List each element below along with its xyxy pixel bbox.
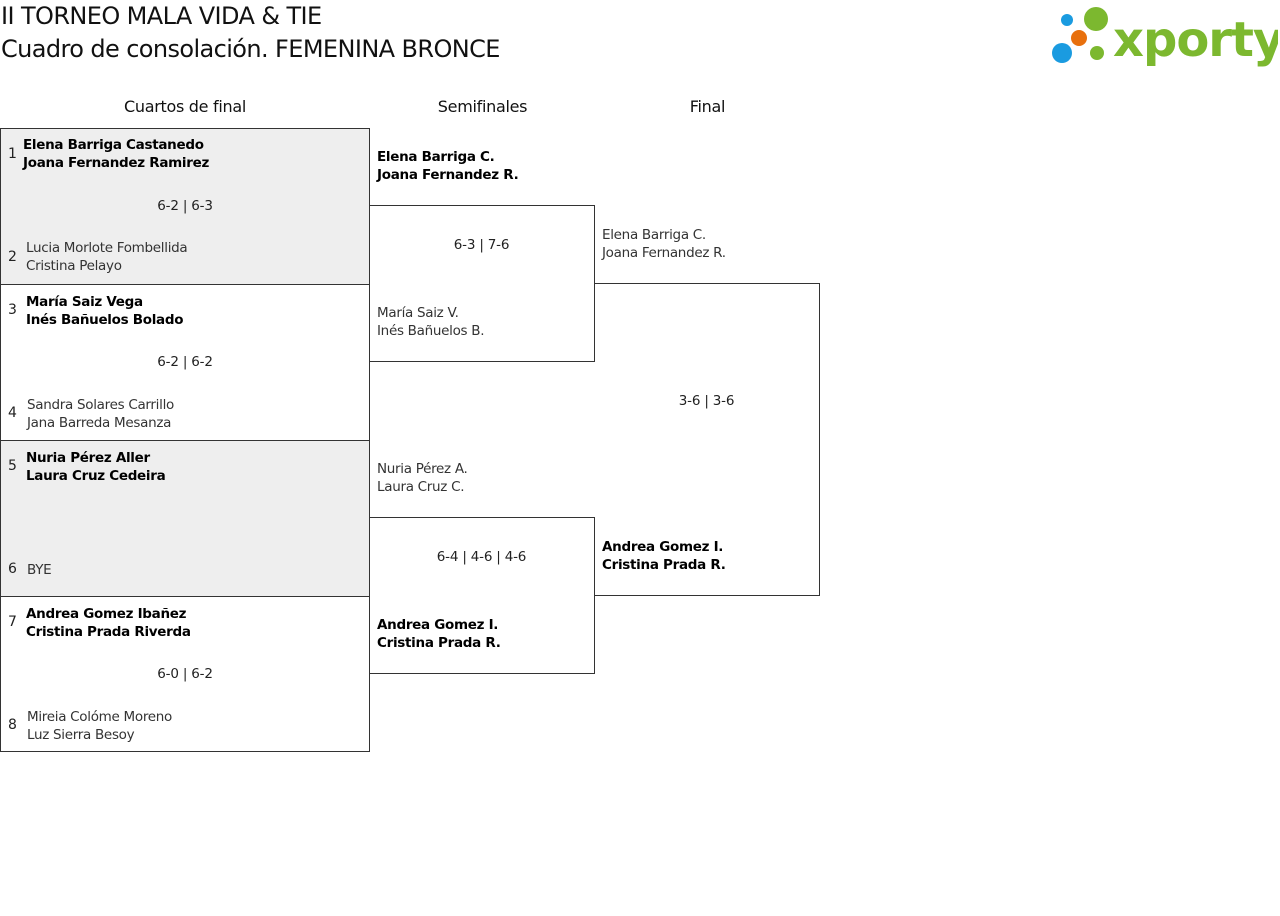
seed-number: 6 [8,561,17,577]
seed-number: 4 [8,405,17,421]
player-name: Cristina Prada Riverda [26,624,191,640]
team-loser[interactable]: María Saiz V. Inés Bañuelos B. [377,304,485,340]
player-name: Inés Bañuelos B. [377,323,485,339]
final-match[interactable]: 3-6 | 3-6 [594,283,820,596]
team-winner[interactable]: Andrea Gomez I. Cristina Prada R. [602,538,726,574]
xporty-logo[interactable]: xporty [1050,4,1278,68]
seed-number: 2 [8,249,17,265]
logo-wordmark: xporty [1113,12,1278,68]
player-name: Nuria Pérez Aller [26,450,150,466]
round-header-final: Final [689,97,726,116]
qf-match-4[interactable]: 7 Andrea Gomez Ibañez Cristina Prada Riv… [0,596,370,752]
logo-dot-green-small [1090,46,1104,60]
player-name: Elena Barriga C. [377,149,495,165]
tournament-title: II TORNEO MALA VIDA & TIE [1,2,322,30]
player-name: Luz Sierra Besoy [27,727,135,743]
match-score: 6-0 | 6-2 [157,666,213,682]
player-name: Cristina Prada R. [602,557,726,573]
player-name: Laura Cruz Cedeira [26,468,166,484]
player-name: Joana Fernandez R. [377,167,519,183]
team-winner[interactable]: Elena Barriga C. Joana Fernandez R. [377,148,519,184]
match-score: 6-2 | 6-2 [157,354,213,370]
qf-match-1[interactable]: 1 Elena Barriga Castanedo Joana Fernande… [0,128,370,285]
seed-number: 5 [8,458,17,474]
team-loser[interactable]: Nuria Pérez A. Laura Cruz C. [377,460,468,496]
player-name: Andrea Gomez Ibañez [26,606,187,622]
player-name: Cristina Pelayo [26,258,122,274]
match-score: 6-4 | 4-6 | 4-6 [436,549,527,565]
match-score: 6-3 | 7-6 [453,237,510,253]
logo-dot-blue-small [1061,14,1073,26]
player-name: Andrea Gomez I. [377,617,499,633]
draw-subtitle: Cuadro de consolación. FEMENINA BRONCE [1,35,500,63]
logo-dot-orange [1071,30,1087,46]
round-header-quarterfinals: Cuartos de final [124,97,246,116]
team-winner[interactable]: María Saiz Vega Inés Bañuelos Bolado [26,293,183,329]
player-name: Sandra Solares Carrillo [27,397,174,413]
team-loser[interactable]: Elena Barriga C. Joana Fernandez R. [602,226,726,262]
player-name: Inés Bañuelos Bolado [26,312,184,328]
match-score: 3-6 | 3-6 [678,393,735,409]
player-name: Elena Barriga Castanedo [23,137,204,153]
team-loser[interactable]: Mireia Colóme Moreno Luz Sierra Besoy [27,708,172,744]
team-loser[interactable]: Lucia Morlote Fombellida Cristina Pelayo [26,239,188,275]
seed-number: 8 [8,717,17,733]
seed-number: 1 [8,146,17,162]
player-name: Elena Barriga C. [602,227,706,243]
player-name: Andrea Gomez I. [602,539,724,555]
logo-dot-green-large [1084,7,1108,31]
team-winner[interactable]: Nuria Pérez Aller Laura Cruz Cedeira [26,449,166,485]
player-name: Joana Fernandez Ramirez [23,155,209,171]
bye-label: BYE [27,562,52,578]
player-name: Mireia Colóme Moreno [27,709,172,725]
player-name: Lucia Morlote Fombellida [26,240,188,256]
player-name: María Saiz V. [377,305,459,321]
seed-number: 7 [8,614,17,630]
team-winner[interactable]: Elena Barriga Castanedo Joana Fernandez … [23,136,209,172]
team-bye: BYE [27,561,52,579]
seed-number: 3 [8,302,17,318]
qf-match-3[interactable]: 5 Nuria Pérez Aller Laura Cruz Cedeira 6… [0,440,370,597]
qf-match-2[interactable]: 3 María Saiz Vega Inés Bañuelos Bolado 6… [0,284,370,441]
player-name: Nuria Pérez A. [377,461,468,477]
team-loser[interactable]: Sandra Solares Carrillo Jana Barreda Mes… [27,396,174,432]
player-name: Joana Fernandez R. [602,245,726,261]
match-score: 6-2 | 6-3 [157,198,213,214]
player-name: Jana Barreda Mesanza [27,415,172,431]
player-name: Cristina Prada R. [377,635,501,651]
team-winner[interactable]: Andrea Gomez I. Cristina Prada R. [377,616,501,652]
round-header-semifinals: Semifinales [437,97,528,116]
player-name: Laura Cruz C. [377,479,465,495]
team-winner[interactable]: Andrea Gomez Ibañez Cristina Prada River… [26,605,191,641]
logo-dot-blue-large [1052,43,1072,63]
player-name: María Saiz Vega [26,294,143,310]
